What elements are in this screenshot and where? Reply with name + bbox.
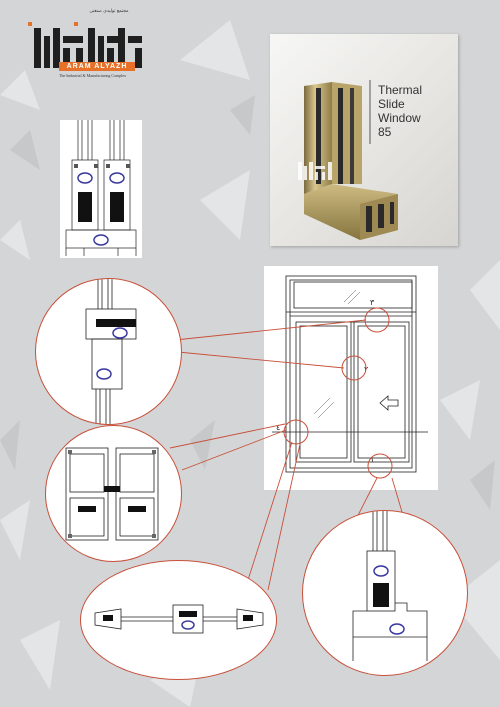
- window-elevation-card: ٣ ٢ ٤ ١: [264, 266, 438, 490]
- product-title-line: Window: [378, 111, 421, 125]
- product-photo-card: [270, 34, 458, 246]
- logo-tagline: مجتمع تولیدی صنعتی: [89, 9, 129, 14]
- window-elevation-drawing: ٣ ٢ ٤ ١: [272, 275, 428, 479]
- detail-circle-1: [302, 510, 468, 676]
- marker-4: ٤: [276, 423, 280, 432]
- detail-drawing-1: [352, 511, 428, 661]
- marker-3: ٣: [370, 298, 375, 307]
- product-title-line: 85: [378, 125, 392, 139]
- profile-photo: [298, 80, 398, 240]
- section-detail-drawing: [65, 120, 137, 256]
- section-detail-card: [60, 120, 142, 258]
- detail-drawing-3: [85, 279, 137, 424]
- detail-drawing-2: [65, 447, 159, 541]
- detail-circle-4: [80, 560, 277, 680]
- product-title-line: Slide: [378, 97, 405, 111]
- product-title-line: Thermal: [378, 83, 423, 97]
- detail-drawing-4: [94, 604, 264, 634]
- logo-latin-name: ARAM ALYAZH: [59, 62, 135, 71]
- product-title: Thermal Slide Window 85: [378, 83, 458, 139]
- logo-mark: [28, 22, 142, 68]
- detail-circle-2: [45, 425, 182, 562]
- detail-circle-3: [35, 278, 182, 425]
- marker-1: ١: [370, 455, 374, 464]
- logo-subtitle: The Industrial & Manufacturing Complex: [59, 73, 127, 78]
